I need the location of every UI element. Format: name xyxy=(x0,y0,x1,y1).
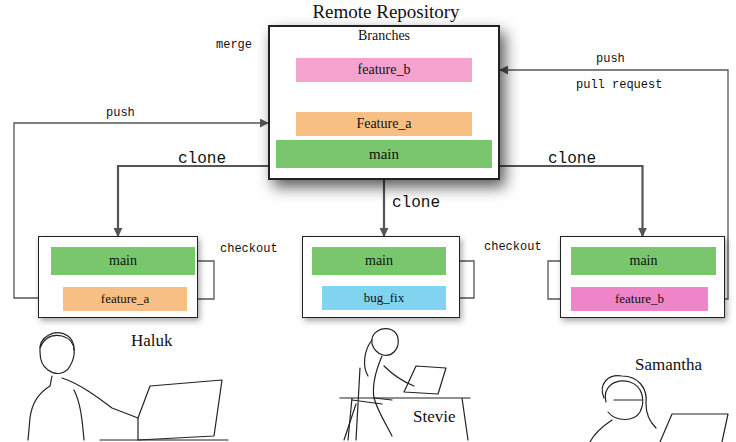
edge-label: push xyxy=(596,52,625,66)
box-subheading: Branches xyxy=(270,28,498,44)
samantha-head xyxy=(605,381,642,420)
branch-name: feature_b xyxy=(358,62,411,78)
branch-bar: feature_b xyxy=(571,287,708,311)
edge-label: clone xyxy=(548,150,596,168)
local-repository-box: Steviemainbug_fix xyxy=(302,236,460,318)
stevie-laptop xyxy=(404,366,446,394)
haluk-arm xyxy=(62,378,138,418)
local-repository-box: Samanthamainfeature_b xyxy=(560,236,725,318)
developer-name: Stevie xyxy=(413,407,456,427)
branch-name: feature_b xyxy=(615,291,664,307)
connector-arrow xyxy=(500,70,728,299)
branch-bar: main xyxy=(571,247,716,275)
stevie-table xyxy=(340,398,470,440)
branch-name: main xyxy=(630,253,658,269)
edge-label: clone xyxy=(392,194,440,212)
note-label: pull request xyxy=(576,78,662,92)
stevie-arm xyxy=(384,366,414,386)
haluk-head xyxy=(40,333,74,374)
edge-label: checkout xyxy=(220,242,278,256)
haluk-laptop xyxy=(138,380,222,440)
branch-name: main xyxy=(369,146,399,163)
branch-name: bug_fix xyxy=(364,290,404,306)
branch-bar: Feature_a xyxy=(296,112,472,136)
branch-bar: main xyxy=(312,247,446,275)
haluk-back xyxy=(28,376,52,440)
stevie-body xyxy=(373,356,392,400)
branch-name: main xyxy=(109,253,137,269)
branch-bar: bug_fix xyxy=(322,286,446,310)
samantha-hair xyxy=(602,376,656,428)
edge-label: checkout xyxy=(484,240,542,254)
connector-arrow xyxy=(500,166,643,236)
haluk-torso xyxy=(74,390,84,440)
samantha-glasses xyxy=(614,399,642,400)
remote-repository-box: Remote RepositoryBranchesfeature_bFeatur… xyxy=(268,25,500,180)
developer-name: Haluk xyxy=(131,331,173,351)
connector-arrow xyxy=(14,123,268,298)
stevie-head xyxy=(372,329,398,356)
connector-arrow xyxy=(118,166,268,236)
branch-bar: main xyxy=(276,140,492,168)
samantha-shoulder xyxy=(590,420,612,442)
branch-name: main xyxy=(365,253,393,269)
edge-label: push xyxy=(106,106,135,120)
person-drawings xyxy=(28,329,728,442)
stevie-hair xyxy=(365,340,372,376)
branch-bar: feature_b xyxy=(296,58,472,82)
branch-name: Feature_a xyxy=(356,116,411,132)
box-heading: Remote Repository xyxy=(270,1,502,23)
edge-label: merge xyxy=(216,38,252,52)
haluk-hair xyxy=(40,336,74,351)
branch-bar: main xyxy=(51,247,195,275)
branch-bar: feature_a xyxy=(63,287,187,311)
developer-name: Samantha xyxy=(635,355,702,375)
haluk-desk xyxy=(100,439,228,440)
samantha-laptop xyxy=(660,414,728,442)
connector-arrow xyxy=(383,180,385,236)
branch-name: feature_a xyxy=(101,291,149,307)
stevie-chair xyxy=(344,368,382,440)
local-repository-box: Halukmainfeature_a xyxy=(38,236,198,318)
edge-label: clone xyxy=(178,150,226,168)
